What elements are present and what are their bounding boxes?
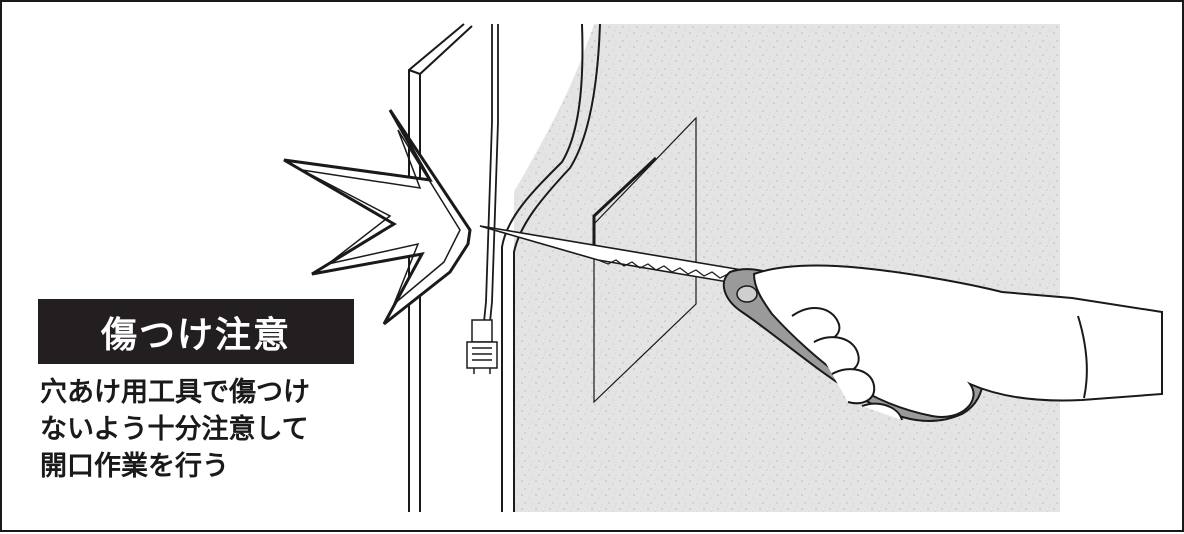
caution-badge: 傷つけ注意 bbox=[38, 299, 354, 364]
electrical-cable bbox=[484, 24, 498, 322]
caution-description-line: 穴あけ用工具で傷つけ bbox=[40, 374, 380, 411]
cable-plug bbox=[467, 320, 497, 374]
caution-description-line: 開口作業を行う bbox=[40, 448, 380, 485]
caution-description-line: ないよう十分注意して bbox=[40, 411, 380, 448]
impact-burst bbox=[284, 110, 470, 324]
caution-description: 穴あけ用工具で傷つけ ないよう十分注意して 開口作業を行う bbox=[40, 374, 380, 485]
